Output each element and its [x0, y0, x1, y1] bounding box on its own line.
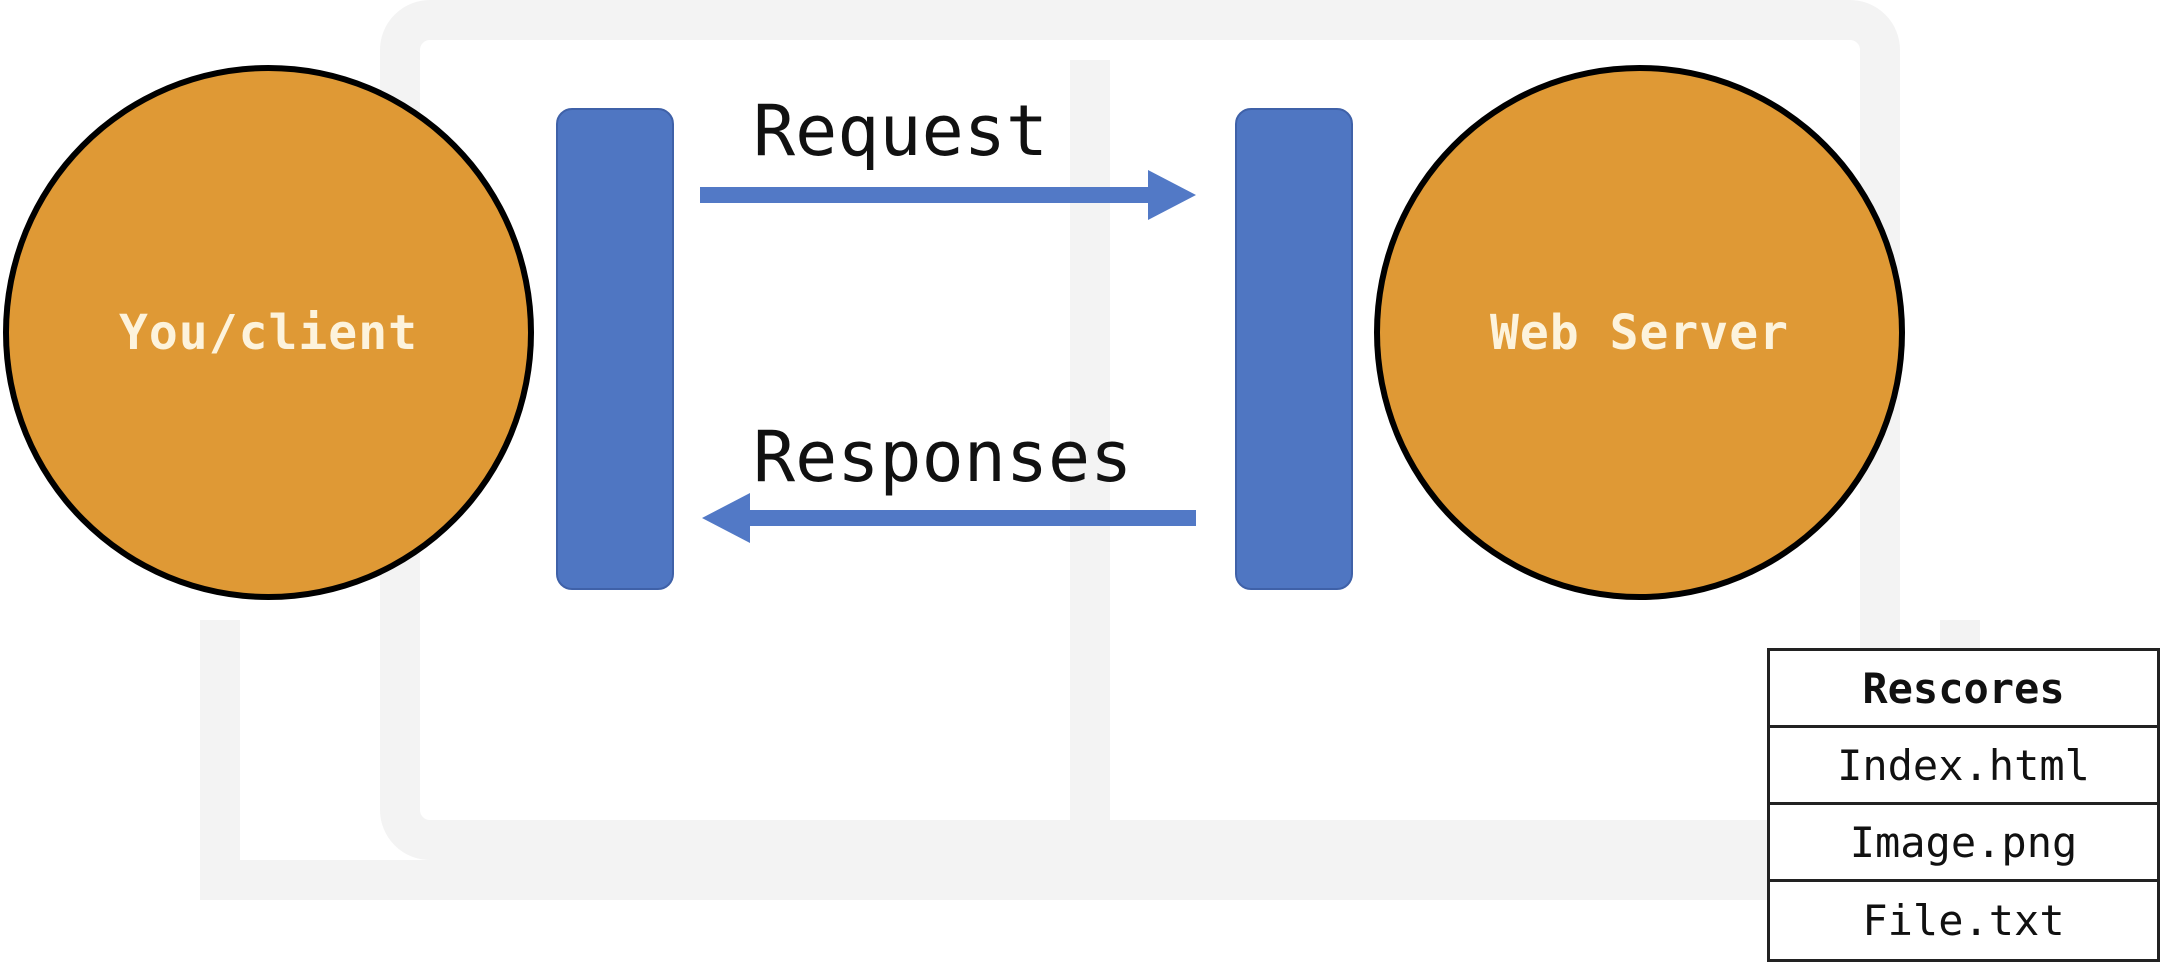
- resources-table: Rescores Index.html Image.png File.txt: [1767, 648, 2160, 962]
- server-label: Web Server: [1490, 304, 1789, 361]
- client-port-bar: [556, 108, 674, 590]
- request-label: Request: [753, 90, 1049, 172]
- request-arrow: [700, 170, 1196, 220]
- resource-item: Image.png: [1770, 805, 2157, 882]
- resource-item: File.txt: [1862, 896, 2065, 945]
- response-arrow: [702, 493, 1196, 543]
- response-label: Responses: [753, 416, 1133, 498]
- resources-header: Rescores: [1770, 651, 2157, 728]
- client-label: You/client: [119, 304, 418, 361]
- server-node: Web Server: [1374, 65, 1905, 600]
- client-node: You/client: [3, 65, 534, 600]
- resource-item: Index.html: [1770, 728, 2157, 805]
- server-port-bar: [1235, 108, 1353, 590]
